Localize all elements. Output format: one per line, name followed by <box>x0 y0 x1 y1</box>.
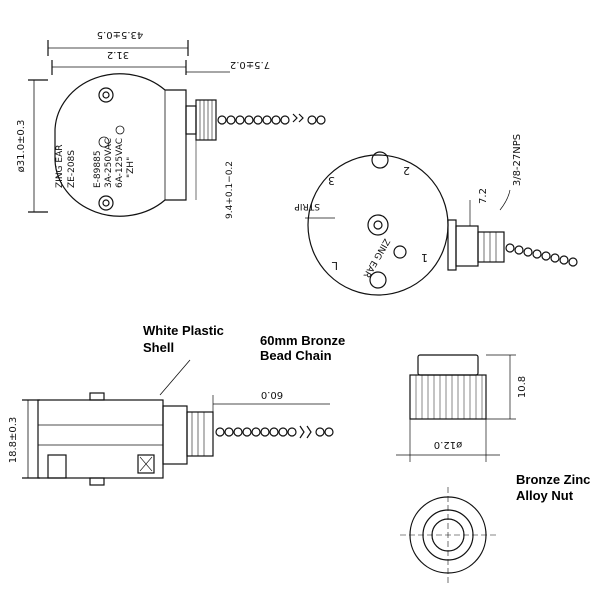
strip-label: STRIP <box>294 201 320 211</box>
terminal-label-2: 2 <box>403 164 410 177</box>
label-bronze-chain-line2: Bead Chain <box>260 348 332 363</box>
leader-shell <box>159 359 191 396</box>
dim-body-length: 31.2 <box>107 49 129 60</box>
bottom-view: White Plastic Shell 60mm Bronze Bead Cha… <box>8 323 345 486</box>
dim-bottom-height: 18.8±0.3 <box>8 417 19 464</box>
nut-views: 10.8 ø12.0 Bronze Zinc Alloy Nut <box>396 354 590 583</box>
dim-shaft-length: 7.5±0.2 <box>230 59 270 70</box>
label-white-plastic-shell-line1: White Plastic <box>143 323 224 338</box>
body-text-code: E-89885 <box>93 150 103 188</box>
terminal-hole-right <box>393 245 407 259</box>
terminal-hole-bottom <box>369 271 387 289</box>
body-text-rating1: 3A-250VAC <box>104 138 114 188</box>
side-view: 3 2 1 L STRIP ZING EAR 7.2 3/8-27NPS <box>294 134 578 296</box>
terminal-label-3: 3 <box>328 174 335 187</box>
dim-nut-height: 10.8 <box>517 376 528 398</box>
ul-logo-icon <box>98 136 110 148</box>
bead-chain-side <box>505 243 578 267</box>
nut-side-knurl <box>409 374 487 420</box>
terminal-hole-top <box>371 151 389 169</box>
body-text-brand: ZING EAR <box>55 145 65 188</box>
label-bronze-chain-line1: 60mm Bronze <box>260 333 345 348</box>
bottom-shaft-nut <box>186 411 214 457</box>
body-text-model: ZE-208S <box>67 150 77 188</box>
dim-height: ø31.0±0.3 <box>16 120 27 173</box>
dim-overall-length: 43.5±0.5 <box>97 29 144 40</box>
mount-hole-top <box>98 87 114 103</box>
label-white-plastic-shell-line2: Shell <box>143 340 174 355</box>
dim-shaft-height: 9.4+0.1−0.2 <box>225 161 235 219</box>
terminal-label-l: L <box>331 259 338 272</box>
body-text-rating2: 6A-125VAC <box>115 138 125 188</box>
top-view: 43.5±0.5 31.2 7.5±0.2 ø31.0±0.3 9.4+0.1−… <box>16 29 326 219</box>
label-nut-line1: Bronze Zinc <box>516 472 590 487</box>
side-shaft-nut <box>455 225 479 267</box>
bead-chain-bottom <box>215 425 334 439</box>
body-text-zh: "ZH" <box>126 157 136 178</box>
switch-body-outline <box>54 73 187 217</box>
shaft-nut <box>195 99 217 141</box>
bead-chain-top <box>217 113 326 125</box>
csa-logo-icon <box>115 125 125 135</box>
mount-hole-bottom <box>98 195 114 211</box>
dim-nut-diameter: ø12.0 <box>434 439 462 450</box>
dim-chain-length: 60.0 <box>261 389 283 400</box>
center-stud <box>367 214 389 236</box>
terminal-label-1: 1 <box>421 251 428 264</box>
label-nut-line2: Alloy Nut <box>516 488 574 503</box>
dim-offset: 7.2 <box>478 188 489 204</box>
dim-thread: 3/8-27NPS <box>512 134 523 186</box>
